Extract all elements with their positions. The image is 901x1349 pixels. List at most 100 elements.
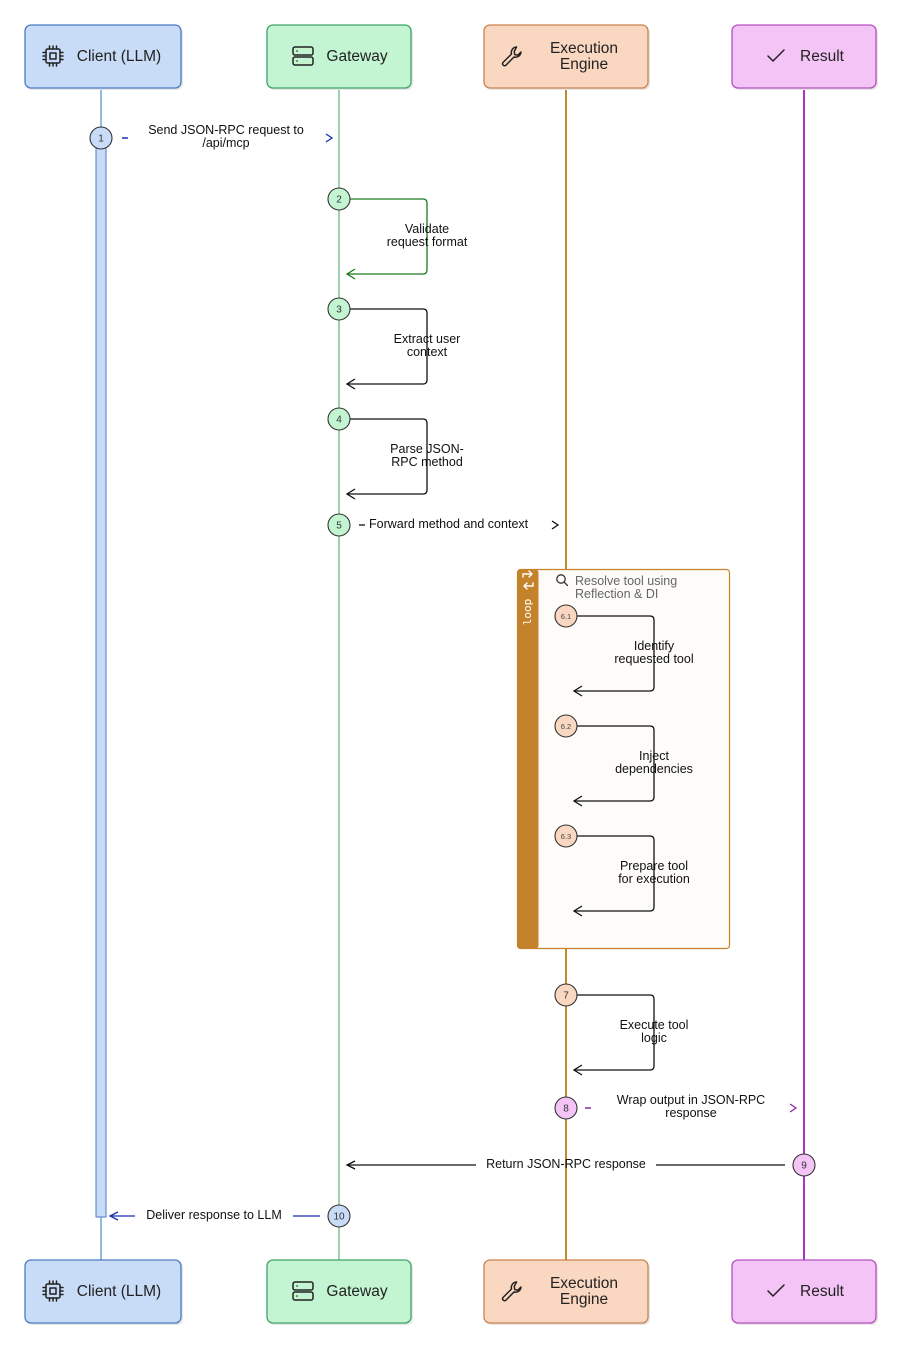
message-label: Parse JSON-RPC method	[390, 442, 464, 469]
message-5: Forward method and context	[359, 517, 560, 531]
step-badge-1: 1	[89, 126, 113, 150]
step-badge-8: 8	[554, 1096, 578, 1120]
arrowhead	[345, 378, 356, 390]
server-icon	[292, 1281, 314, 1301]
step-badge-3: 3	[327, 297, 351, 321]
step-badge-10: 10	[327, 1204, 351, 1228]
svg-text:9: 9	[801, 1161, 807, 1172]
message-path	[574, 725, 655, 802]
search-icon	[556, 574, 569, 587]
wrench-icon	[501, 46, 522, 67]
arrowhead	[572, 905, 583, 917]
cpu-icon	[42, 1280, 64, 1302]
participant-label: Gateway	[326, 1283, 387, 1300]
arrowhead	[345, 268, 356, 280]
participant-box	[483, 1259, 649, 1324]
loop-label: loop	[521, 599, 534, 626]
participant-box	[483, 24, 649, 89]
svg-text:4: 4	[336, 415, 342, 426]
message-path	[347, 418, 428, 495]
step-badge-4: 4	[327, 407, 351, 431]
arrowhead	[551, 520, 560, 530]
participant-box	[24, 1259, 182, 1324]
participant-label: Client (LLM)	[77, 1283, 161, 1300]
message-10: Deliver response to LLM	[108, 1208, 320, 1222]
message-path	[574, 615, 655, 692]
svg-text:10: 10	[333, 1212, 345, 1223]
participant-label: Client (LLM)	[77, 48, 161, 65]
loop-arrows-icon	[522, 570, 534, 590]
svg-text:6.2: 6.2	[561, 722, 571, 731]
step-badge-6-2: 6.2	[554, 714, 578, 738]
step-badge-6-3: 6.3	[554, 824, 578, 848]
arrowhead	[345, 488, 356, 500]
svg-text:2: 2	[336, 195, 342, 206]
step-badge-7: 7	[554, 983, 578, 1007]
participant-box	[266, 24, 412, 89]
message-1: Send JSON-RPC request to/api/mcp	[122, 123, 334, 150]
step-badge-6-1: 6.1	[554, 604, 578, 628]
svg-text:8: 8	[563, 1104, 569, 1115]
arrowhead	[108, 1211, 119, 1221]
message-label: Forward method and context	[369, 517, 529, 531]
message-label: Return JSON-RPC response	[486, 1157, 646, 1171]
message-4: Parse JSON-RPC method	[345, 418, 464, 500]
arrowhead	[572, 685, 583, 697]
check-icon	[767, 49, 785, 62]
client-participant-top: Client (LLM)	[24, 24, 183, 90]
participant-box	[731, 24, 877, 89]
arrowhead	[325, 133, 334, 143]
arrowhead	[345, 1160, 356, 1170]
svg-text:1: 1	[98, 134, 104, 145]
participant-box	[24, 24, 182, 89]
wrench-icon	[501, 1281, 522, 1302]
client-activation-bar	[95, 145, 107, 1218]
svg-text:3: 3	[336, 305, 342, 316]
check-icon	[767, 1284, 785, 1297]
cpu-icon	[42, 45, 64, 67]
step-badge-9: 9	[792, 1153, 816, 1177]
step-badge-2: 2	[327, 187, 351, 211]
message-path	[574, 994, 655, 1071]
participant-label: Result	[800, 48, 845, 65]
message-path	[574, 835, 655, 912]
gateway-participant-bottom: Gateway	[266, 1259, 413, 1325]
result-participant-top: Result	[731, 24, 878, 90]
client-participant-bottom: Client (LLM)	[24, 1259, 183, 1325]
arrowhead	[572, 795, 583, 807]
message-label: Deliver response to LLM	[146, 1208, 281, 1222]
arrowhead	[572, 1064, 583, 1076]
server-icon	[292, 46, 314, 66]
svg-text:6.3: 6.3	[561, 832, 571, 841]
message-label: Send JSON-RPC request to/api/mcp	[148, 123, 304, 150]
result-participant-bottom: Result	[731, 1259, 878, 1325]
message-path	[347, 198, 428, 275]
message-9: Return JSON-RPC response	[345, 1157, 785, 1171]
step-badge-5: 5	[327, 513, 351, 537]
participant-box	[266, 1259, 412, 1324]
arrowhead	[789, 1103, 798, 1113]
loop-tab	[517, 569, 539, 949]
participant-box	[731, 1259, 877, 1324]
participant-label: Gateway	[326, 48, 387, 65]
message-path	[347, 308, 428, 385]
